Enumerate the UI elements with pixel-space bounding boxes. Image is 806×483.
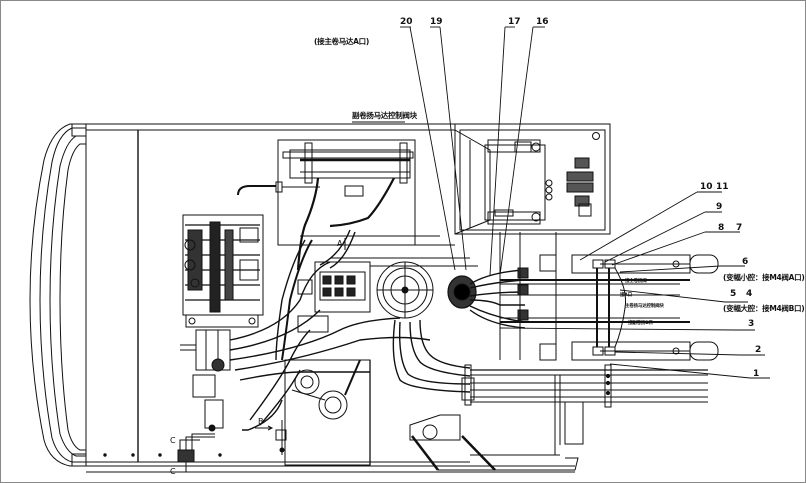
section-arrows: [255, 122, 405, 430]
section-marker-b: B: [258, 417, 264, 426]
luffing-cylinders: [500, 232, 718, 360]
callout-9: 9: [716, 202, 723, 212]
section-marker-c-top: C: [170, 436, 176, 445]
callout-7: 7: [736, 223, 743, 233]
note-luffing-small-chamber: (变幅小腔：接M4阀A口): [723, 273, 805, 282]
callout-20: 20: [400, 17, 413, 27]
callout-leaders: [400, 27, 770, 378]
callout-6: 6: [742, 257, 749, 267]
front-guard-rail: [30, 124, 86, 466]
hydraulic-hoses: [230, 230, 525, 430]
top-note: (接主卷马达A口): [314, 37, 369, 46]
callout-11: 11: [716, 182, 729, 192]
callout-16: 16: [536, 17, 549, 27]
hose-tag-4: 接副卷扬B口: [628, 321, 653, 326]
callout-10: 10: [700, 182, 713, 192]
callout-19: 19: [430, 17, 443, 27]
callout-1: 1: [753, 369, 760, 379]
callout-4: 4: [746, 289, 753, 299]
hose-tag-2: 接A口: [620, 293, 632, 298]
callout-5: 5: [730, 289, 737, 299]
callout-17: 17: [508, 17, 521, 27]
callout-3: 3: [748, 319, 755, 329]
section-marker-c-bottom: C: [170, 467, 176, 476]
drawing-title: 副卷扬马达控制阀块: [352, 111, 417, 120]
callout-8: 8: [718, 223, 725, 233]
oil-cooler-bracket: [278, 140, 455, 270]
bottom-hose-rack: [410, 365, 708, 470]
note-luffing-large-chamber: (变幅大腔：接M4阀B口): [723, 304, 805, 313]
main-pump-assembly: [180, 182, 320, 431]
control-valve-block: [298, 258, 478, 332]
operator-cab-area: [455, 124, 610, 234]
callout-2: 2: [755, 345, 762, 355]
section-marker-a: A: [337, 239, 343, 248]
winch-motor: [276, 360, 370, 465]
hose-tag-1: 接主卷扬阀: [625, 279, 647, 284]
bottom-connector: [178, 434, 215, 472]
hose-tag-3: 主卷扬马达控制阀块: [625, 304, 664, 309]
